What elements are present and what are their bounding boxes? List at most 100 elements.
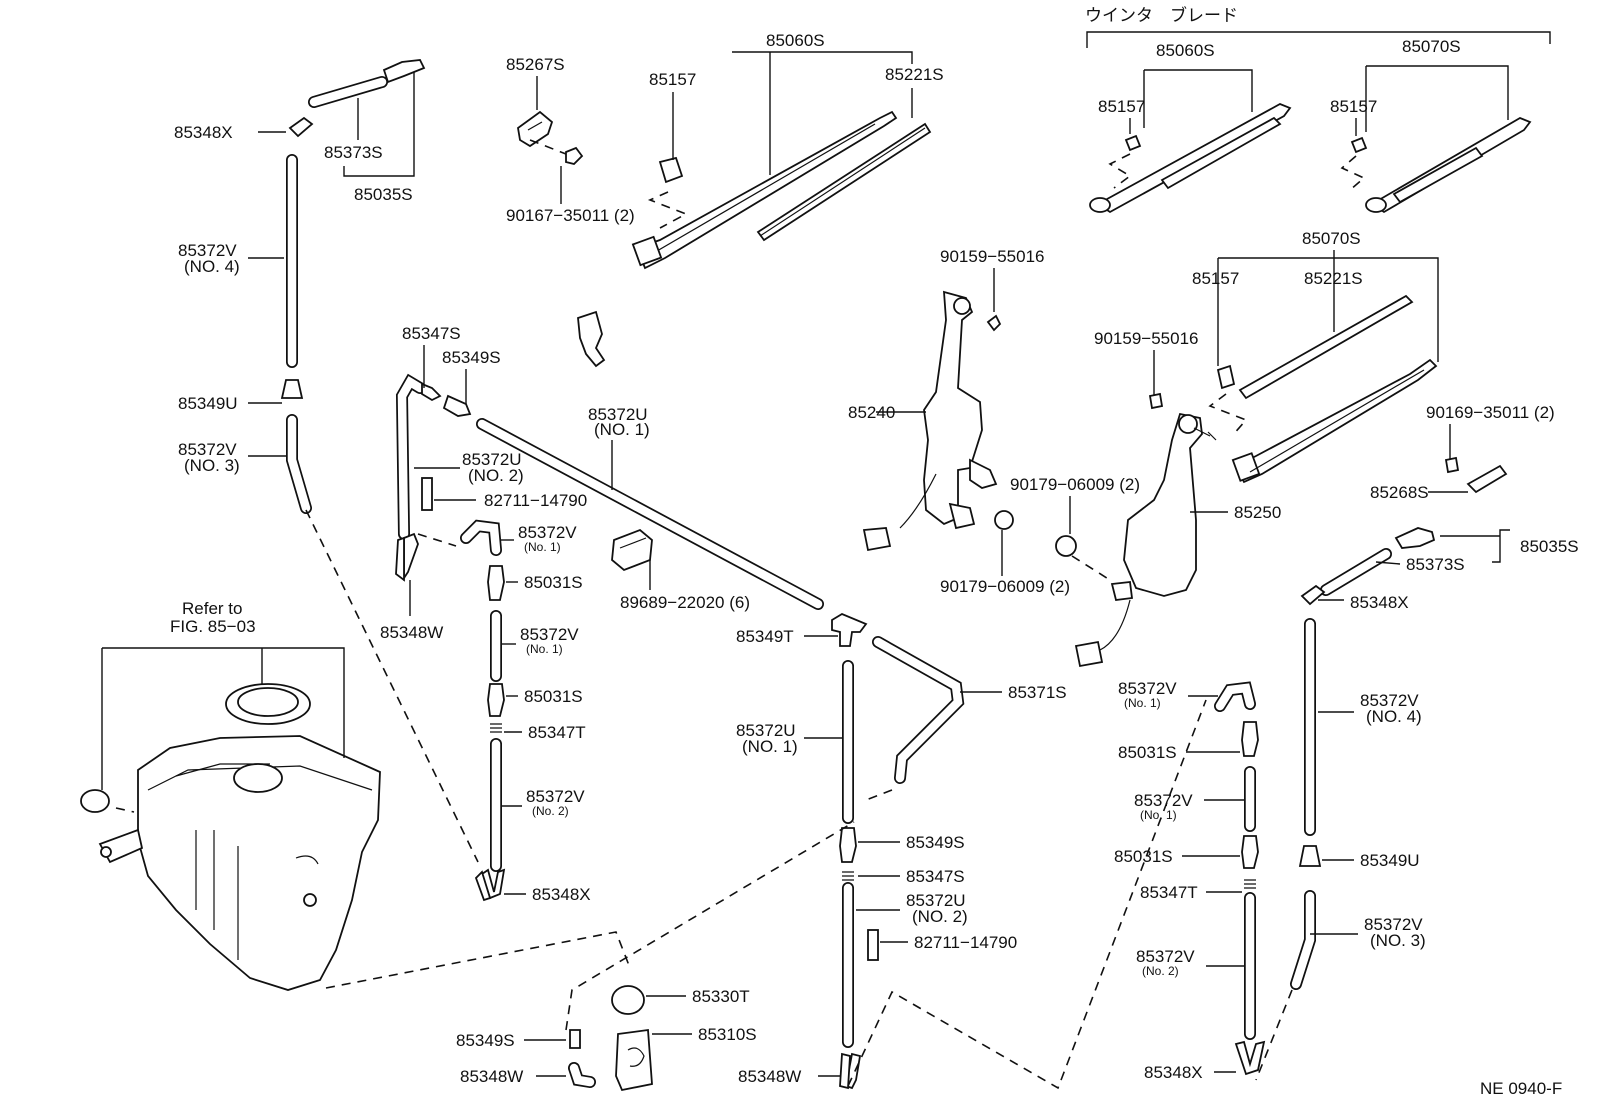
label-85070S-b: 85070S (1302, 229, 1361, 248)
label-85031S-a: 85031S (524, 573, 583, 592)
label-90169: 90169−35011 (2) (1426, 403, 1555, 422)
label-85372V-no4-b-sub: (NO. 4) (1366, 707, 1422, 726)
label-90179-a: 90179−06009 (2) (940, 577, 1070, 596)
label-85347S-b: 85347S (906, 867, 965, 886)
label-85031S-b: 85031S (524, 687, 583, 706)
label-85310S: 85310S (698, 1025, 757, 1044)
label-85372V-no1-c-sub: (No. 1) (1124, 696, 1161, 710)
label-85157-d: 85157 (1192, 269, 1239, 288)
winter-blade-85060S (1089, 103, 1292, 214)
right-hose-run (1214, 527, 1436, 1081)
label-85372U-no1-b: 85372U (736, 721, 796, 740)
leader-85060S-a (732, 51, 913, 64)
label-85221S-b: 85221S (1304, 269, 1363, 288)
center-hose-run (831, 612, 965, 1090)
label-90159-b: 90159−55016 (1094, 329, 1198, 348)
label-85347T-b: 85347T (1140, 883, 1198, 902)
routing-dash-center-right (847, 699, 1207, 1090)
label-85372V-no2-b: 85372V (1136, 947, 1195, 966)
label-85060S-b: 85060S (1156, 41, 1215, 60)
center-left-hose-run (395, 373, 824, 902)
label-85157-a: 85157 (649, 70, 696, 89)
label-85035S-b: 85035S (1520, 537, 1579, 556)
label-82711-a: 82711−14790 (484, 491, 587, 510)
label-85031S-c: 85031S (1118, 743, 1177, 762)
label-85372V-no2-a: 85372V (526, 787, 585, 806)
label-85031S-d: 85031S (1114, 847, 1173, 866)
washer-pump (568, 985, 653, 1092)
label-90167: 90167−35011 (2) (506, 206, 635, 225)
refer-fig-text: FIG. 85−03 (170, 617, 256, 636)
label-85372V-no4-a: 85372V (178, 241, 237, 260)
label-85221S-a: 85221S (885, 65, 944, 84)
label-85372V-no3-b-sub: (NO. 3) (1370, 931, 1426, 950)
label-85157-b: 85157 (1098, 97, 1145, 116)
label-85348X-b: 85348X (532, 885, 591, 904)
label-85372V-no2-b-sub: (No. 2) (1142, 964, 1179, 978)
routing-dash-tank-pump (325, 931, 631, 989)
routing-dash-pump-center (565, 821, 855, 1031)
label-85060S-a: 85060S (766, 31, 825, 50)
bracket-clip (577, 310, 606, 368)
wiper-motor-85250 (1055, 412, 1217, 668)
refer-to-text: Refer to (182, 599, 242, 618)
label-85372V-no1-c: 85372V (1118, 679, 1177, 698)
footer-code: NE 0940-F (1480, 1079, 1562, 1098)
label-85349S-a: 85349S (442, 348, 501, 367)
label-85372V-no3-a-sub: (NO. 3) (184, 456, 240, 475)
washer-reservoir-tank (80, 683, 381, 991)
label-85348X-c: 85348X (1350, 593, 1409, 612)
label-85348W-b: 85348W (460, 1067, 523, 1086)
label-85371S: 85371S (1008, 683, 1067, 702)
front-wiper-arm-assembly (631, 110, 932, 270)
label-85372U-no2-b-sub: (NO. 2) (912, 907, 968, 926)
label-85348W-c: 85348W (738, 1067, 801, 1086)
clip-85267S (517, 110, 584, 165)
label-85035S-a: 85035S (354, 185, 413, 204)
label-85372V-no4-b: 85372V (1360, 691, 1419, 710)
winter-blade-bracket (1086, 31, 1551, 48)
rear-wiper-arm-assembly (1208, 294, 1438, 484)
label-85373S-b: 85373S (1406, 555, 1465, 574)
label-85372V-no1-d-sub: (No. 1) (1140, 808, 1177, 822)
label-89689: 89689−22020 (6) (620, 593, 750, 612)
winter-blade-title: ウインタ ブレード (1085, 5, 1238, 26)
label-85349S-b: 85349S (906, 833, 965, 852)
label-85372V-no1-a-sub: (No. 1) (524, 540, 561, 554)
label-85348X-a: 85348X (174, 123, 233, 142)
label-85372U-no1-b-sub: (NO. 1) (742, 737, 798, 756)
label-85349U-b: 85349U (1360, 851, 1420, 870)
label-85330T: 85330T (692, 987, 750, 1006)
label-90159-a: 90159−55016 (940, 247, 1044, 266)
label-85070S-a: 85070S (1402, 37, 1461, 56)
clip-85268S (1444, 456, 1508, 494)
label-85240: 85240 (848, 403, 895, 422)
label-85372V-no3-a: 85372V (178, 440, 237, 459)
label-85372U-no1-a: 85372U (588, 405, 648, 424)
wiper-motor-link-85240 (862, 290, 1014, 552)
label-85372V-no1-d: 85372V (1134, 791, 1193, 810)
label-85157-c: 85157 (1330, 97, 1377, 116)
label-85372V-no1-a: 85372V (518, 523, 577, 542)
label-85250: 85250 (1234, 503, 1281, 522)
winter-blade-85070S (1340, 117, 1532, 214)
label-85348X-d: 85348X (1144, 1063, 1203, 1082)
label-85372U-no2-b: 85372U (906, 891, 966, 910)
label-85347T-a: 85347T (528, 723, 586, 742)
label-85349U-a: 85349U (178, 394, 238, 413)
connector-89689 (611, 528, 653, 572)
label-85347S-a: 85347S (402, 324, 461, 343)
label-85372V-no4-a-sub: (NO. 4) (184, 257, 240, 276)
label-85372V-no2-a-sub: (No. 2) (532, 804, 569, 818)
label-85372V-no1-b-sub: (No. 1) (526, 642, 563, 656)
label-85372V-no3-b: 85372V (1364, 915, 1423, 934)
label-85372V-no1-b: 85372V (520, 625, 579, 644)
screw-90159-b (1148, 392, 1164, 410)
label-85372U-no2-a-sub: (NO. 2) (468, 466, 524, 485)
left-hose-run (280, 59, 426, 514)
label-85267S: 85267S (506, 55, 565, 74)
label-85373S-a: 85373S (324, 143, 383, 162)
label-82711-b: 82711−14790 (914, 933, 1017, 952)
label-85372U-no2-a: 85372U (462, 450, 522, 469)
